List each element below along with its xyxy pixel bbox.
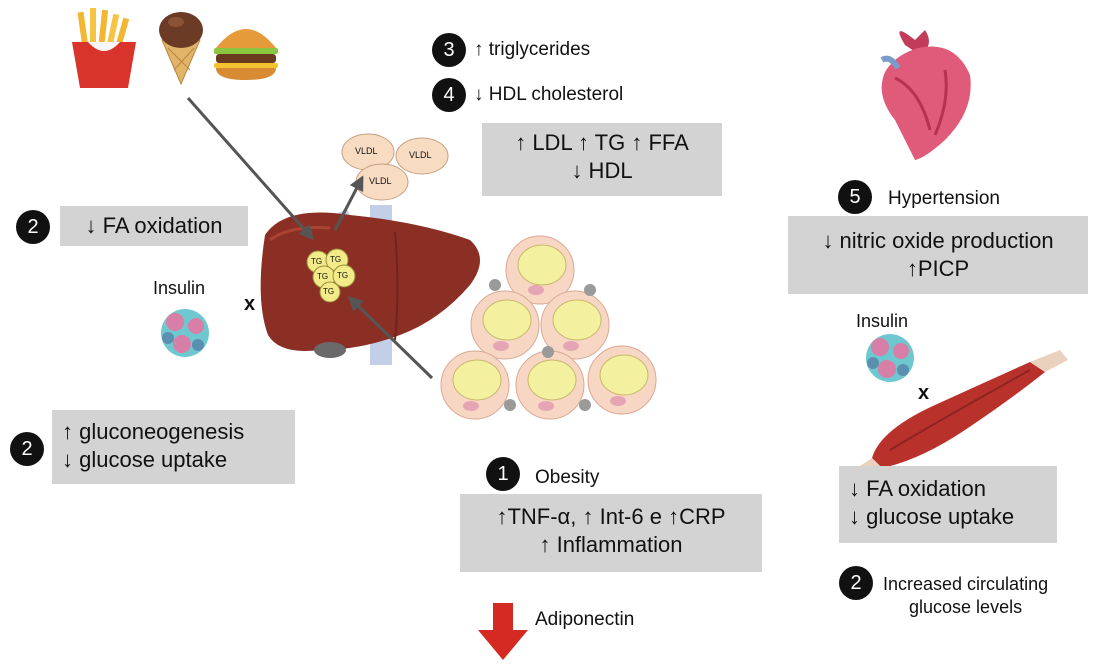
inflammation-box: ↑TNF-α, ↑ Int-6 e ↑CRP ↑ Inflammation <box>460 494 762 572</box>
glucose-line-2: glucose levels <box>909 597 1023 618</box>
ice-cream-icon <box>159 12 203 86</box>
obesity-label: Obesity <box>535 467 600 488</box>
lipid-profile-box: ↑ LDL ↑ TG ↑ FFA ↓ HDL <box>482 123 722 196</box>
insulin-block-x-right: x <box>918 382 930 404</box>
nitric-line-1: ↓ nitric oxide production <box>822 228 1054 253</box>
nitric-oxide-box: ↓ nitric oxide production ↑PICP <box>788 216 1088 294</box>
adipose-to-liver-arrow <box>347 295 434 380</box>
tg-label: TG <box>337 271 349 280</box>
hypertension-label: Hypertension <box>888 188 1000 209</box>
adiponectin-down-arrow <box>478 603 528 660</box>
insulin-right-label: Insulin <box>856 311 909 331</box>
muscle-line-2: ↓ glucose uptake <box>849 503 1015 529</box>
muscle-effects-box: ↓ FA oxidation ↓ glucose uptake <box>839 466 1057 543</box>
tg-label: TG <box>311 257 323 266</box>
adipose-tissue <box>440 235 657 420</box>
adipocyte <box>440 350 510 420</box>
nitric-line-2: ↑PICP <box>906 255 970 281</box>
tg-droplets <box>306 248 356 303</box>
triglycerides-label: ↑ triglycerides <box>474 39 591 60</box>
marker-4-badge: 4 <box>432 78 466 112</box>
lipid-line-1: ↑ LDL ↑ TG ↑ FFA <box>515 130 689 155</box>
vldl-particles <box>341 133 449 201</box>
gluconeogenesis-line-1: ↑ gluconeogenesis <box>62 419 245 444</box>
insulin-molecule-right <box>866 334 914 382</box>
heart-icon <box>880 30 971 160</box>
vldl-label: VLDL <box>369 176 392 186</box>
food-to-liver-arrow <box>186 97 314 241</box>
liver-to-vldl-arrow <box>333 175 364 231</box>
adipocyte <box>470 290 540 360</box>
inflammation-line-2: ↑ Inflammation <box>539 531 683 557</box>
adipocyte <box>540 290 610 360</box>
vldl-label: VLDL <box>355 146 378 156</box>
insulin-molecule-left <box>161 309 209 357</box>
marker-2-badge: 2 <box>10 432 44 466</box>
fa-oxidation-left-box: ↓ FA oxidation <box>60 206 248 246</box>
adipocyte <box>515 350 585 420</box>
fries-icon <box>72 8 136 88</box>
tg-label: TG <box>330 255 342 264</box>
adipocyte <box>505 235 575 305</box>
marker-1-badge: 1 <box>486 457 520 491</box>
burger-icon <box>214 29 278 80</box>
gluconeogenesis-line-2: ↓ glucose uptake <box>62 446 228 472</box>
glucose-line-1: Increased circulating <box>883 574 1049 594</box>
inflammation-line-1: ↑TNF-α, ↑ Int-6 e ↑CRP <box>496 504 726 529</box>
tg-label: TG <box>317 272 329 281</box>
glucose-levels-text: Increased circulating glucose levels <box>883 573 1048 620</box>
marker-2-badge: 2 <box>16 210 50 244</box>
hdl-cholesterol-label: ↓ HDL cholesterol <box>474 84 624 105</box>
marker-5-badge: 5 <box>838 180 872 214</box>
lipid-line-2: ↓ HDL <box>571 157 633 183</box>
insulin-left-label: Insulin <box>153 278 206 298</box>
insulin-block-x-left: x <box>244 293 256 315</box>
liver-icon <box>260 212 480 358</box>
adiponectin-label: Adiponectin <box>535 609 635 630</box>
tg-label: TG <box>323 287 335 296</box>
gluconeogenesis-box: ↑ gluconeogenesis ↓ glucose uptake <box>52 410 295 484</box>
adipocyte <box>587 345 657 415</box>
vldl-label: VLDL <box>409 150 432 160</box>
marker-2-badge: 2 <box>839 566 873 600</box>
muscle-line-1: ↓ FA oxidation <box>849 476 986 501</box>
marker-3-badge: 3 <box>432 33 466 67</box>
